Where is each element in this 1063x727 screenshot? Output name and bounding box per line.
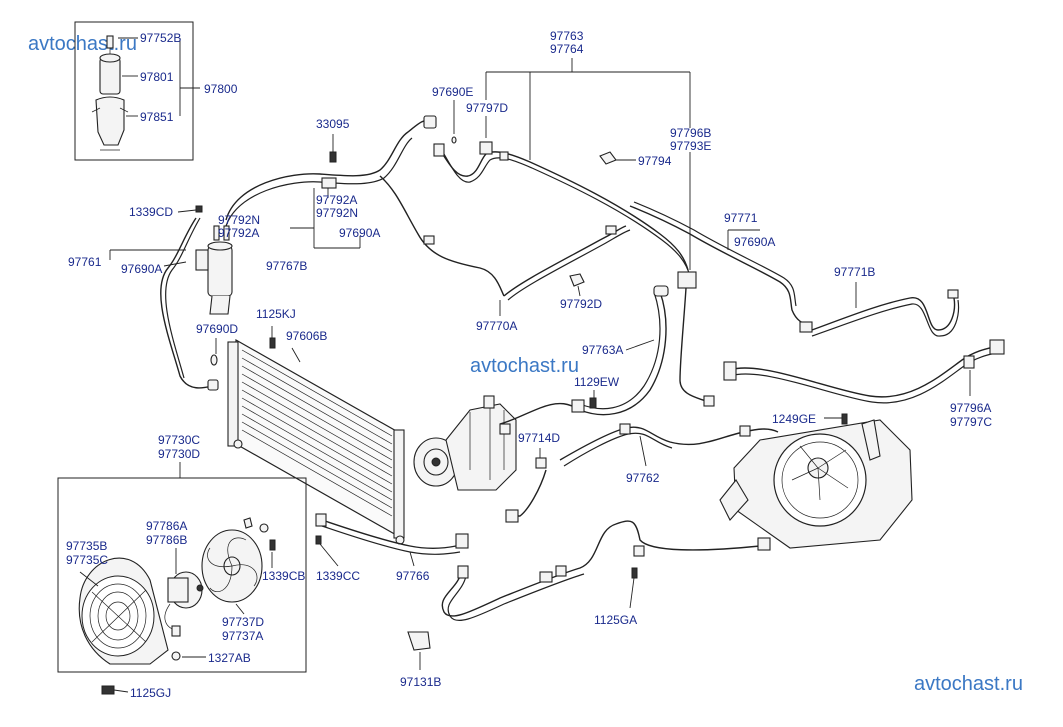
label-97131B: 97131B: [400, 675, 441, 689]
nut: [259, 523, 269, 533]
label-1339CD: 1339CD: [129, 205, 173, 219]
cooling-fan-assembly-right: [719, 419, 913, 549]
receiver-drier-installed: [195, 225, 233, 315]
label-97792A-b: 97792A: [316, 193, 357, 207]
bolt-1125KJ: [269, 337, 276, 349]
label-97771: 97771: [724, 211, 758, 225]
label-97792A: 97792A: [218, 226, 259, 240]
label-97767B: 97767B: [266, 259, 307, 273]
bolt-1249GE: [841, 413, 848, 425]
bolt-33095: [329, 151, 337, 163]
hose-97763A: [499, 291, 667, 425]
pipe-97763: [439, 149, 689, 271]
receiver-drier-part: [99, 35, 121, 95]
label-97714D: 97714D: [518, 431, 560, 445]
label-97792N: 97792N: [218, 213, 260, 227]
label-97690A-left: 97690A: [121, 262, 162, 276]
compressor: [413, 395, 517, 491]
label-1125GA: 1125GA: [594, 613, 637, 627]
label-97735B: 97735B: [66, 539, 107, 553]
bolt-1339CC: [315, 535, 322, 545]
nut-1327AB: [171, 651, 181, 661]
receiver-drier-bracket: [91, 96, 129, 151]
clip-97797C: [963, 355, 975, 369]
label-97801: 97801: [140, 70, 174, 84]
label-97766: 97766: [396, 569, 430, 583]
label-1339CB: 1339CB: [262, 569, 305, 583]
bolt-1339CB: [269, 539, 276, 551]
pipe-97761: [160, 217, 213, 389]
label-97764: 97764: [550, 42, 584, 56]
label-97763: 97763: [550, 29, 584, 43]
label-33095: 33095: [316, 117, 350, 131]
label-1327AB: 1327AB: [208, 651, 251, 665]
label-97796B: 97796B: [670, 126, 711, 140]
pipe-97767B: [225, 120, 431, 221]
label-97793E: 97793E: [670, 139, 711, 153]
label-97763A: 97763A: [582, 343, 623, 357]
receiver-drier-group-box: [74, 21, 194, 161]
pipe-liquid-lower: [441, 520, 761, 617]
pipe-97762: [559, 426, 779, 461]
oring-97690D: [210, 354, 218, 366]
label-97690A-right: 97690A: [734, 235, 775, 249]
label-97690E: 97690E: [432, 85, 473, 99]
fan-shroud-97735B: [78, 557, 169, 665]
label-97606B: 97606B: [286, 329, 327, 343]
watermark-center: avtochast.ru: [470, 355, 579, 377]
clip-97792D: [569, 273, 585, 287]
label-1249GE: 1249GE: [772, 412, 816, 426]
pipe-97770A: [379, 175, 505, 297]
pipe-97766: [321, 519, 467, 549]
label-97690A-mid: 97690A: [339, 226, 380, 240]
fitting-97796B: [677, 271, 697, 289]
label-97796A: 97796A: [950, 401, 991, 415]
condenser-97606B: [227, 338, 405, 545]
label-97735C: 97735C: [66, 553, 108, 567]
label-1125GJ: 1125GJ: [130, 686, 171, 700]
fan-kit-group-box: [57, 477, 307, 673]
clip-97792A: [321, 177, 337, 189]
label-97761: 97761: [68, 255, 102, 269]
bolt-1125GA: [631, 567, 638, 579]
clip-97794: [599, 151, 617, 165]
label-97792N-b: 97792N: [316, 206, 358, 220]
pipe-97771B: [811, 294, 956, 331]
label-97792D: 97792D: [560, 297, 602, 311]
label-97737D: 97737D: [222, 615, 264, 629]
bolt-1339CD: [195, 205, 203, 213]
label-97737A: 97737A: [222, 629, 263, 643]
fan-blade-97737D: [201, 529, 263, 603]
label-97786B: 97786B: [146, 533, 187, 547]
label-97851: 97851: [140, 110, 174, 124]
fitting-97714D: [535, 457, 547, 469]
label-97730C: 97730C: [158, 433, 200, 447]
label-1125KJ: 1125KJ: [256, 307, 296, 321]
fan-motor-97786A: [164, 571, 204, 637]
watermark-bottom-right: avtochast.ru: [914, 673, 1023, 695]
bolt-1125GJ: [101, 685, 115, 695]
bracket-97131B: [407, 631, 431, 651]
label-97730D: 97730D: [158, 447, 200, 461]
label-97752B: 97752B: [140, 31, 181, 45]
pipe-97771: [629, 205, 813, 327]
label-97800: 97800: [204, 82, 238, 96]
label-97786A: 97786A: [146, 519, 187, 533]
oring-97690A: [207, 379, 219, 391]
label-1129EW: 1129EW: [574, 375, 620, 389]
label-1339CC: 1339CC: [316, 569, 360, 583]
label-97797D: 97797D: [466, 101, 508, 115]
pipe-97796A: [729, 345, 999, 398]
label-97794: 97794: [638, 154, 672, 168]
watermark-top-left: avtochast.ru: [28, 33, 137, 55]
label-97797C: 97797C: [950, 415, 992, 429]
label-97762: 97762: [626, 471, 660, 485]
bolt-1129EW: [589, 397, 597, 409]
label-97771B: 97771B: [834, 265, 875, 279]
label-97770A: 97770A: [476, 319, 517, 333]
label-97690D: 97690D: [196, 322, 238, 336]
washer: [243, 517, 253, 529]
